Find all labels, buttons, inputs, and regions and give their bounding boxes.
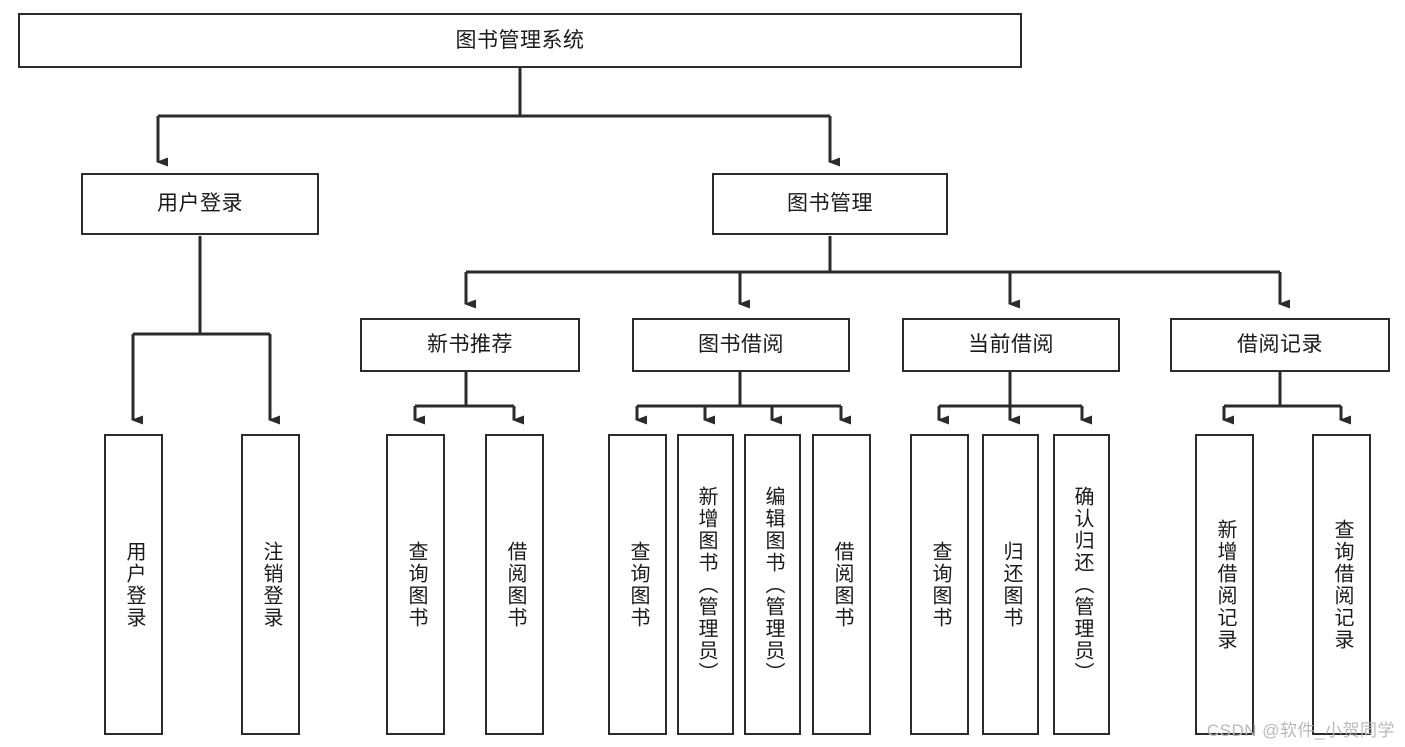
- leaf-book-borrow-edit-book-admin[interactable]: 编辑图书（管理员）: [744, 434, 801, 735]
- node-label: 确认归还（管理员）: [1071, 485, 1093, 684]
- node-book-management[interactable]: 图书管理: [712, 173, 948, 235]
- node-new-book-recommendation[interactable]: 新书推荐: [360, 318, 580, 372]
- leaf-user-login-logout[interactable]: 注销登录: [241, 434, 300, 735]
- node-label: 新增图书（管理员）: [695, 485, 717, 684]
- node-label: 查询借阅记录: [1331, 518, 1353, 651]
- leaf-current-borrow-query-books[interactable]: 查询图书: [910, 434, 969, 735]
- node-label: 编辑图书（管理员）: [762, 485, 784, 684]
- node-label: 借阅图书: [831, 540, 853, 629]
- leaf-new-book-query-books[interactable]: 查询图书: [386, 434, 445, 735]
- node-label: 借阅记录: [1237, 333, 1323, 357]
- leaf-current-borrow-return-books[interactable]: 归还图书: [982, 434, 1039, 735]
- csdn-watermark: CSDN @软件_小贺同学: [1206, 721, 1395, 740]
- node-label: 当前借阅: [968, 333, 1054, 357]
- node-label: 归还图书: [1000, 540, 1022, 629]
- node-root-book-management-system[interactable]: 图书管理系统: [18, 13, 1022, 68]
- leaf-new-book-borrow-books[interactable]: 借阅图书: [485, 434, 544, 735]
- node-label: 新书推荐: [427, 333, 513, 357]
- node-label: 用户登录: [123, 540, 145, 629]
- leaf-book-borrow-add-book-admin[interactable]: 新增图书（管理员）: [677, 434, 734, 735]
- node-label: 注销登录: [260, 540, 282, 629]
- node-label: 用户登录: [157, 192, 243, 216]
- node-label: 新增借阅记录: [1214, 518, 1236, 651]
- node-label: 查询图书: [929, 540, 951, 629]
- node-borrow-record[interactable]: 借阅记录: [1170, 318, 1390, 372]
- leaf-book-borrow-borrow-books[interactable]: 借阅图书: [812, 434, 871, 735]
- leaf-book-borrow-query-books[interactable]: 查询图书: [608, 434, 667, 735]
- leaf-borrow-record-add-record[interactable]: 新增借阅记录: [1195, 434, 1254, 735]
- node-label: 图书管理系统: [455, 28, 585, 52]
- node-current-borrow[interactable]: 当前借阅: [902, 318, 1120, 372]
- leaf-current-borrow-confirm-return-admin[interactable]: 确认归还（管理员）: [1053, 434, 1110, 735]
- node-label: 借阅图书: [504, 540, 526, 629]
- node-label: 查询图书: [405, 540, 427, 629]
- node-user-login[interactable]: 用户登录: [81, 173, 319, 235]
- node-book-borrow[interactable]: 图书借阅: [632, 318, 850, 372]
- node-label: 查询图书: [627, 540, 649, 629]
- leaf-user-login-login[interactable]: 用户登录: [104, 434, 163, 735]
- leaf-borrow-record-query-record[interactable]: 查询借阅记录: [1312, 434, 1371, 735]
- node-label: 图书借阅: [698, 333, 784, 357]
- node-label: 图书管理: [787, 192, 873, 216]
